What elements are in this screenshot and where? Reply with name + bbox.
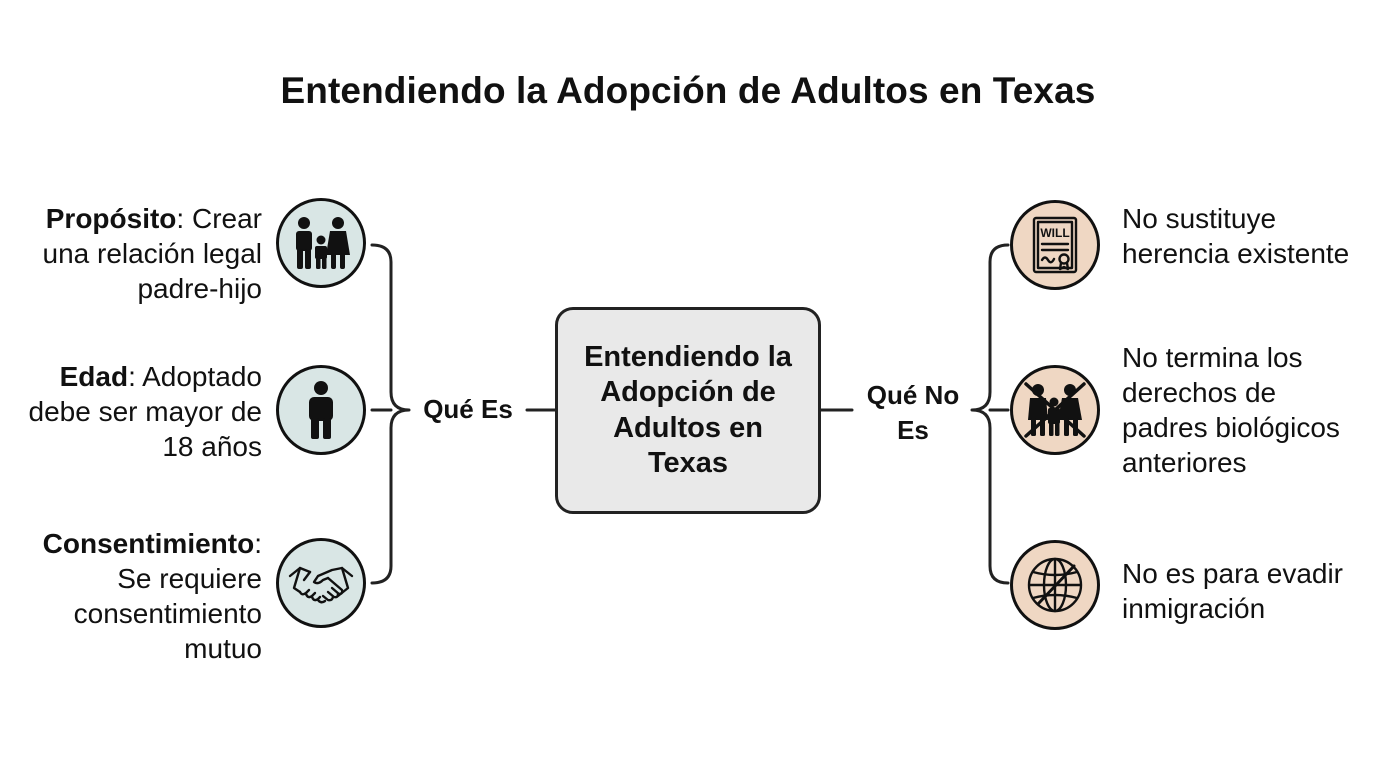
page-title: Entendiendo la Adopción de Adultos en Te… (280, 70, 1096, 111)
left-item-edad: Edad: Adoptado debe ser mayor de 18 años (2, 359, 262, 464)
adult-person-icon (276, 365, 366, 455)
branch-label-que-es: Qué Es (423, 394, 513, 424)
right-item-herencia: No sustituye herencia existente (1122, 203, 1350, 269)
right-item-inmigracion: No es para evadir inmigración (1122, 558, 1344, 624)
left-item-term: Edad (59, 361, 129, 392)
globe-icon (1010, 540, 1100, 630)
left-item-text: : Crear una relación legal padre-hijo (42, 203, 263, 304)
branch-label-que-no-es: Qué No Es (866, 380, 960, 446)
left-item-text: : Adoptado debe ser mayor de 18 años (28, 361, 262, 462)
left-item-text: : Se requiere consentimiento mutuo (73, 528, 262, 664)
left-item-term: Propósito (45, 203, 177, 234)
center-node-label: Entendiendo la Adopción de Adultos en Te… (584, 340, 792, 479)
crossed-out-family-icon (1010, 365, 1100, 455)
handshake-icon (276, 538, 366, 628)
left-item-consentimiento: Consentimiento: Se requiere consentimien… (2, 526, 262, 666)
right-item-derechos: No termina los derechos de padres biológ… (1122, 342, 1340, 478)
left-item-proposito: Propósito: Crear una relación legal padr… (2, 201, 263, 306)
center-node: Entendiendo la Adopción de Adultos en Te… (555, 307, 821, 514)
family-icon (276, 198, 366, 288)
will-document-label: WILL (1040, 226, 1069, 240)
will-document-icon: WILL (1010, 200, 1100, 290)
left-item-term: Consentimiento (42, 528, 255, 559)
